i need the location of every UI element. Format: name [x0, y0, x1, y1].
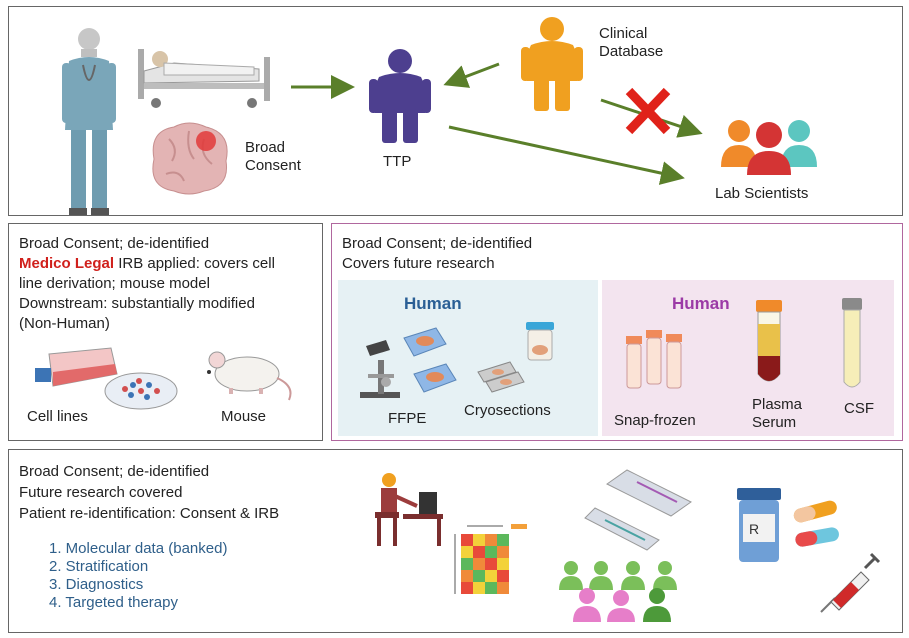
cryosections-label: Cryosections: [464, 402, 551, 419]
plasma-serum-tube-icon: [756, 300, 782, 382]
ml-line5: (Non-Human): [19, 315, 110, 332]
snap-frozen-tubes-icon: [626, 330, 682, 389]
capsules-icon: [793, 500, 839, 547]
clinical-person-icon: [521, 17, 583, 111]
microfluidic-chip-icon: [584, 469, 692, 551]
cell-lines-label: Cell lines: [27, 408, 88, 425]
heatmap-icon: [454, 524, 527, 594]
human-tissue-subpanel: Human FFPE: [338, 280, 598, 436]
plasma-label: Plasma: [752, 396, 803, 413]
clinical-database-label: Clinical Database: [599, 25, 664, 60]
ml-line2: Medico Legal IRB applied: covers cell: [19, 254, 275, 273]
csf-tube-icon: [842, 298, 862, 388]
list-item: 4. Targeted therapy: [49, 594, 178, 611]
broad-consent-label: Broad Consent: [245, 139, 301, 174]
bottom-panel: Broad Consent; de-identified Future rese…: [8, 449, 903, 633]
specimen-jar-icon: [526, 322, 554, 361]
list-item: 3. Diagnostics: [49, 576, 144, 593]
hospital-bed-icon: [138, 49, 270, 108]
snap-frozen-label: Snap-frozen: [614, 412, 696, 429]
mouse-label: Mouse: [221, 408, 267, 425]
ttp-label: TTP: [383, 153, 412, 170]
research-list: 1. Molecular data (banked) 2. Stratifica…: [49, 540, 227, 612]
bottom-line2: Future research covered: [19, 484, 183, 501]
ttp-person-icon: [369, 49, 431, 143]
list-item: 1. Molecular data (banked): [49, 540, 228, 557]
list-item: 2. Stratification: [49, 558, 149, 575]
top-panel: Broad Consent TTP Clinical Database: [8, 6, 903, 216]
human-right-title: Human: [672, 294, 730, 313]
lab-scientists-label: Lab Scientists: [715, 185, 809, 202]
cell-flask-icon: [35, 347, 118, 387]
microscope-icon: [360, 340, 400, 398]
lab-scientists-icon: [721, 120, 817, 175]
middle-right-panel: Broad Consent; de-identified Covers futu…: [331, 223, 903, 441]
researcher-at-desk-icon: [375, 473, 443, 546]
cryosection-icon: [477, 361, 525, 393]
red-x-icon: [625, 87, 671, 135]
ml-line4: Downstream: substantially modified: [19, 295, 255, 312]
ml-line1: Broad Consent; de-identified: [19, 235, 210, 252]
bottom-line1: Broad Consent; de-identified: [19, 463, 210, 480]
brain-tumor-icon: [152, 122, 228, 195]
ffpe-block-icon: [403, 327, 447, 357]
mr-line1: Broad Consent; de-identified: [342, 235, 533, 252]
svg-text:R: R: [749, 521, 759, 537]
petri-dish-icon: [104, 372, 178, 410]
pill-bottle-icon: R: [737, 488, 781, 562]
bottom-line3: Patient re-identification: Consent & IRB: [19, 505, 280, 522]
human-biofluid-subpanel: Human Snap-frozen Plasma Serum: [602, 280, 894, 436]
middle-left-panel: Broad Consent; de-identified Medico Lega…: [8, 223, 323, 441]
mr-line2: Covers future research: [342, 255, 495, 272]
ml-line2-rest: IRB applied: covers cell: [114, 255, 275, 272]
csf-label: CSF: [844, 400, 874, 417]
ffpe-block-icon-2: [413, 363, 457, 393]
doctor-icon: [62, 28, 116, 215]
syringe-icon: [820, 552, 881, 613]
mouse-icon: [207, 351, 292, 401]
medico-legal-label: Medico Legal: [19, 255, 115, 272]
patient-group-icon: [559, 561, 677, 622]
ffpe-label: FFPE: [388, 410, 427, 427]
serum-label: Serum: [752, 414, 797, 431]
human-left-title: Human: [404, 294, 462, 313]
ml-line3: line derivation; mouse model: [19, 275, 210, 292]
